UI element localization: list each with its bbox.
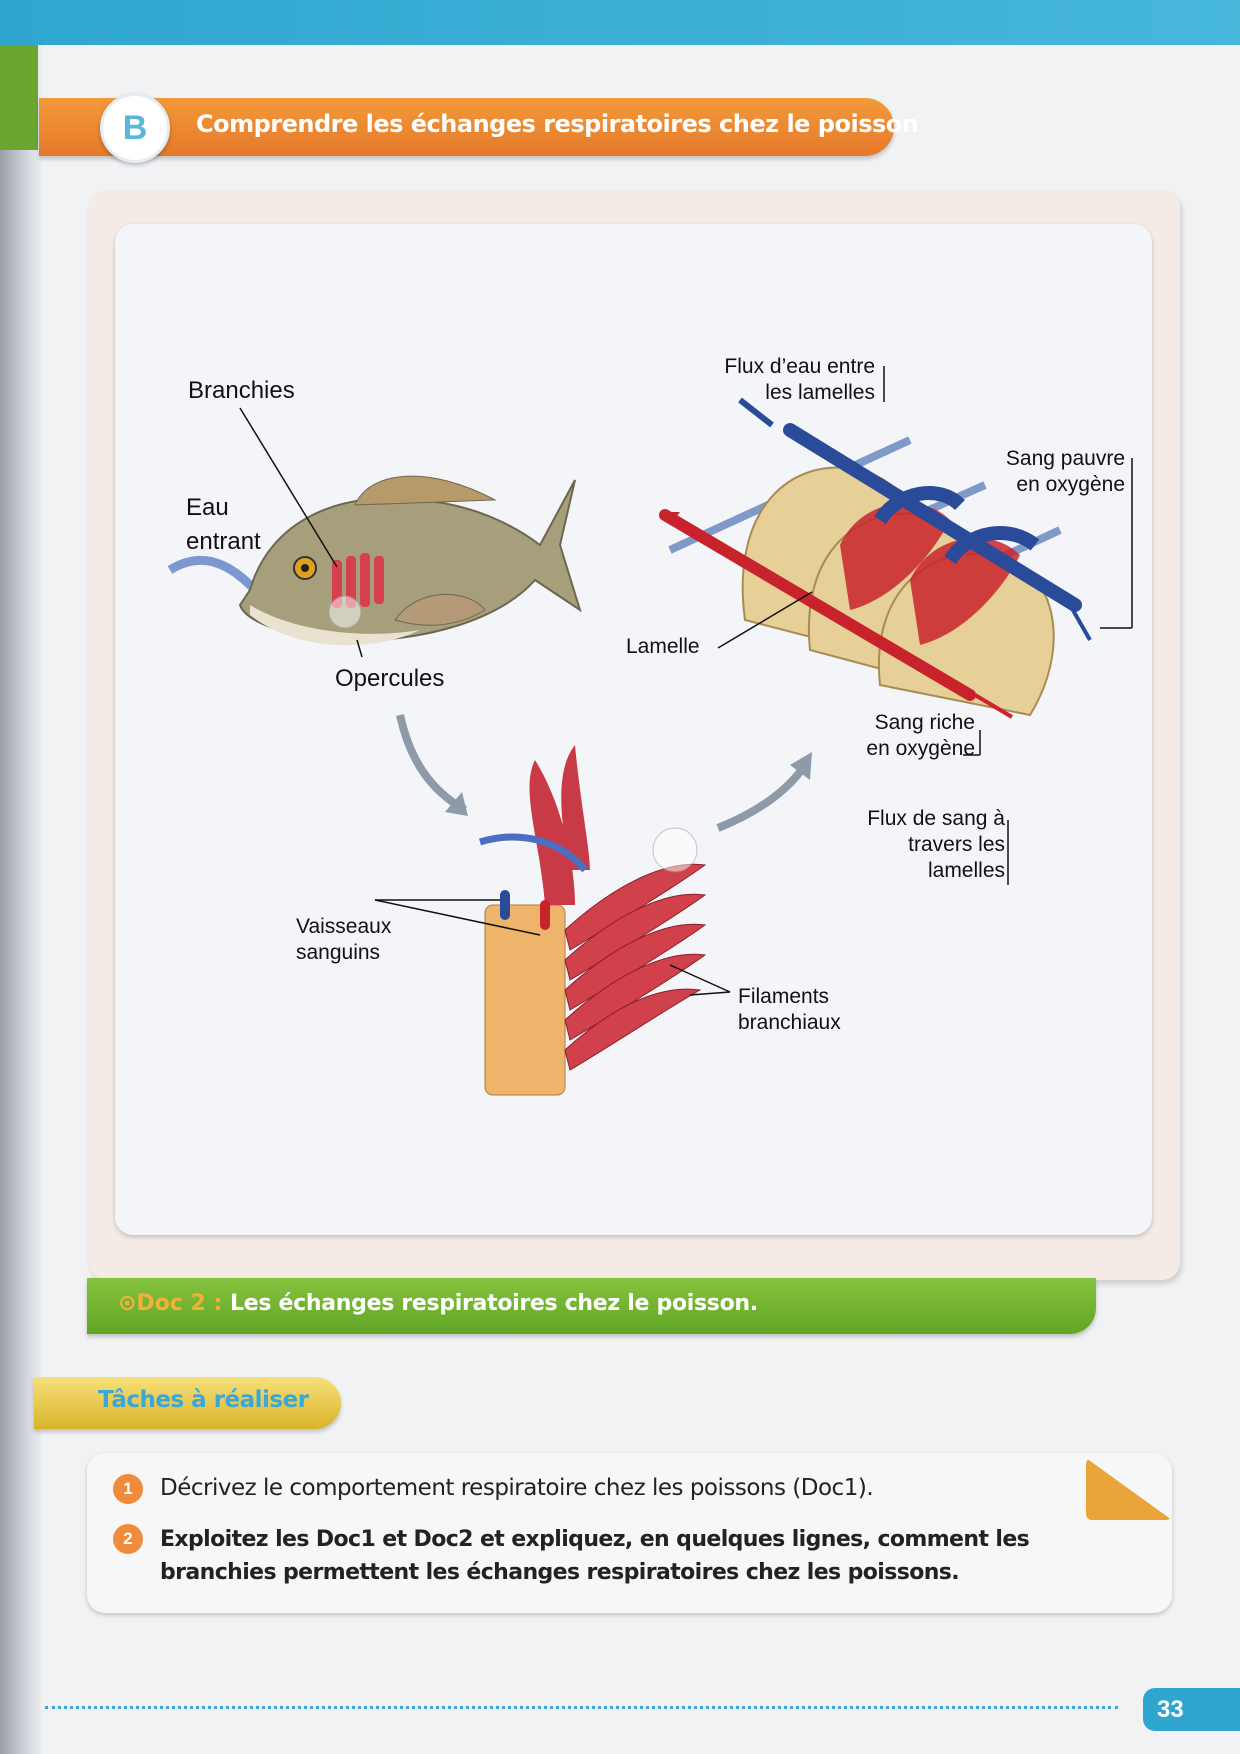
book-spine bbox=[0, 0, 42, 1754]
label-sang-riche-1: Sang riche bbox=[874, 711, 975, 734]
label-opercules: Opercules bbox=[335, 665, 445, 692]
top-color-bar bbox=[0, 0, 1240, 45]
label-vaisseaux-2: sanguins bbox=[296, 941, 381, 964]
label-flux-eau-1: Flux d’eau entre bbox=[724, 355, 875, 378]
doc-caption-number: ⊙Doc 2 : bbox=[118, 1291, 223, 1316]
tasks-header-pill bbox=[34, 1377, 341, 1429]
task-1-text: Décrivez le comportement respiratoire ch… bbox=[160, 1475, 874, 1501]
task-2-text: Exploitez les Doc1 et Doc2 et expliquez,… bbox=[160, 1527, 1030, 1585]
lamellae-illustration bbox=[659, 397, 1092, 719]
doc-caption-text: Les échanges respiratoires chez le poiss… bbox=[230, 1291, 758, 1316]
doc-caption-bar bbox=[87, 1278, 1096, 1334]
diagram-panel: Branchies Eau entrant Opercules Flux d’e… bbox=[115, 224, 1152, 1235]
page-number: 33 bbox=[1143, 1688, 1240, 1731]
label-sang-pauvre-2: en oxygène bbox=[1016, 473, 1125, 496]
side-tab bbox=[0, 45, 38, 150]
label-flux-sang-1: Flux de sang à bbox=[867, 807, 1005, 830]
task-number-1: 1 bbox=[113, 1474, 143, 1504]
label-vaisseaux-1: Vaisseaux bbox=[296, 915, 392, 938]
label-lamelle: Lamelle bbox=[626, 635, 700, 658]
label-flux-eau-2: les lamelles bbox=[765, 381, 875, 404]
footer-dotted-line bbox=[45, 1706, 1118, 1709]
label-flux-sang-3: lamelles bbox=[927, 859, 1005, 882]
fish-illustration bbox=[167, 475, 582, 646]
section-title: Comprendre les échanges respiratoires ch… bbox=[196, 110, 919, 138]
label-flux-sang-2: travers les bbox=[908, 833, 1005, 856]
gill-filaments-illustration bbox=[478, 745, 707, 1096]
label-eau-entrant-2: entrant bbox=[186, 528, 261, 555]
section-header-bar bbox=[39, 98, 894, 156]
tasks-title: Tâches à réaliser bbox=[98, 1387, 309, 1413]
task-number-2: 2 bbox=[113, 1524, 143, 1554]
fish-gill-diagram bbox=[167, 366, 1133, 1096]
tasks-box bbox=[87, 1453, 1172, 1613]
section-badge: B bbox=[100, 93, 170, 163]
label-eau-entrant-1: Eau bbox=[186, 494, 229, 521]
label-sang-pauvre-1: Sang pauvre bbox=[1005, 447, 1125, 470]
label-branchies: Branchies bbox=[188, 377, 295, 404]
label-sang-riche-2: en oxygène bbox=[866, 737, 975, 760]
label-filaments-1: Filaments bbox=[738, 985, 830, 1008]
label-filaments-2: branchiaux bbox=[738, 1011, 841, 1034]
